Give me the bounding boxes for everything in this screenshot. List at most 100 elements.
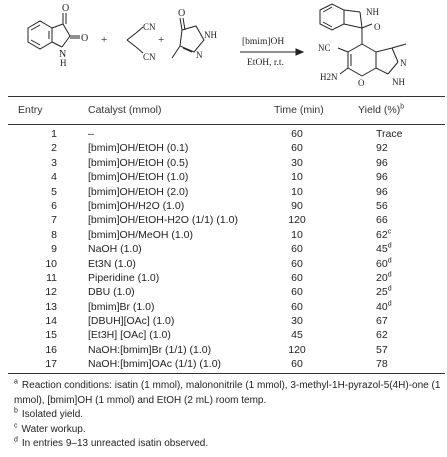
cell-catalyst: NaOH (1.0) (88, 243, 142, 256)
cell-time: 60 (291, 358, 303, 371)
cell-yield: 96 (376, 170, 388, 184)
reaction-scheme: O O N H + CN CN + O NH N [bmim]OH EtOH, … (27, 3, 407, 88)
pyrazolone-structure (171, 17, 205, 59)
header-yield: Yield (%)b (358, 103, 405, 117)
cell-entry: 14 (45, 315, 57, 328)
cell-time: 90 (291, 199, 303, 212)
cell-time: 60 (291, 271, 303, 284)
cell-entry: 8 (51, 228, 57, 241)
atom-label: NH (392, 77, 405, 87)
cell-yield-value: 62 (376, 228, 388, 241)
condition-solvent: EtOH, r.t. (247, 58, 284, 68)
cell-time: 120 (288, 343, 306, 356)
cell-time: 45 (291, 329, 303, 342)
cell-catalyst: DBU (1.0) (88, 286, 135, 299)
cell-entry: 4 (51, 171, 57, 184)
cell-yield: 92 (376, 141, 388, 155)
cell-catalyst: [bmim]OH/EtOH (2.0) (88, 185, 189, 198)
cell-entry: 7 (51, 214, 57, 227)
cell-catalyst: [bmim]OH/H2O (1.0) (88, 199, 185, 212)
cell-entry: 15 (45, 329, 57, 342)
footnote-mark: d (387, 242, 392, 250)
cell-entry: 10 (45, 257, 57, 270)
cell-yield-value: 45 (376, 243, 388, 256)
cell-catalyst: [bmim]OH/MeOH (1.0) (88, 228, 194, 241)
cell-catalyst: NaOH:[bmim]Br (1/1) (1.0) (88, 343, 212, 356)
cell-time: 30 (291, 315, 303, 328)
cell-entry: 5 (51, 185, 57, 198)
cell-time: 30 (291, 156, 303, 169)
cell-yield: 56 (376, 199, 388, 213)
cell-yield: 40d (376, 300, 392, 314)
cell-catalyst: [DBUH][OAc] (1.0) (88, 315, 175, 328)
atom-label: H2N (320, 72, 338, 82)
cell-yield-value: 56 (376, 199, 388, 212)
cell-time: 10 (291, 185, 303, 198)
cell-entry: 2 (51, 142, 57, 155)
cell-entry: 6 (51, 199, 57, 212)
cell-yield-value: 25 (376, 286, 388, 299)
malononitrile-structure (126, 26, 144, 54)
atom-label: O (178, 8, 185, 19)
cell-catalyst: – (88, 128, 94, 140)
header-entry: Entry (18, 104, 43, 116)
table-bottom-rule (8, 373, 445, 374)
isatin-structure (27, 13, 80, 50)
cell-catalyst: Et3N (1.0) (88, 257, 136, 270)
cell-catalyst: [bmim]OH/EtOH (0.1) (88, 142, 189, 155)
cell-yield-value: 96 (376, 156, 388, 169)
cell-catalyst: [bmim]OH/EtOH (1.0) (88, 171, 189, 184)
cell-yield-value: 20 (376, 271, 388, 284)
table-header-rule (8, 124, 445, 125)
cell-time: 10 (291, 228, 303, 241)
cell-yield-value: 92 (376, 142, 388, 155)
cell-entry: 9 (51, 243, 57, 256)
atom-label: O (374, 22, 381, 32)
cell-entry: 11 (46, 271, 57, 284)
cell-time: 60 (291, 286, 303, 299)
footnote-mark: a (14, 378, 18, 386)
atom-label: NH (204, 30, 217, 40)
cell-catalyst: [bmim]OH/EtOH-H2O (1/1) (1.0) (88, 214, 238, 227)
atom-label: CN (143, 52, 156, 62)
cell-yield: 60d (376, 257, 392, 271)
table-row: 6 [bmim]OH/H2O (1.0) 90 56 (0, 199, 447, 213)
cell-yield: Trace (376, 127, 402, 141)
atom-label: O (62, 3, 69, 14)
footnote-mark: b (400, 103, 405, 111)
atom-label: N (59, 49, 66, 60)
cell-yield: 62c (376, 228, 391, 242)
cell-yield: 25d (376, 285, 392, 299)
table-header: Entry Catalyst (mmol) Time (min) Yield (… (0, 104, 447, 120)
cell-entry: 1 (51, 128, 57, 140)
atom-label: N (400, 58, 407, 68)
cell-yield: 20d (376, 271, 392, 285)
footnote-mark: c (387, 228, 392, 236)
cell-yield: 78 (376, 357, 388, 371)
footnote-text: Isolated yield. (21, 409, 84, 420)
cell-entry: 16 (45, 343, 57, 356)
cell-time: 60 (291, 243, 303, 256)
cell-yield: 57 (376, 343, 388, 357)
cell-yield: 62 (376, 328, 388, 342)
condition-catalyst: [bmim]OH (242, 37, 284, 47)
cell-catalyst: Piperidine (1.0) (88, 271, 160, 284)
cell-yield-value: 40 (376, 300, 388, 313)
table-top-rule (8, 96, 445, 97)
cell-time: 60 (291, 300, 303, 313)
cell-entry: 12 (45, 286, 57, 299)
cell-yield-value: 78 (376, 358, 388, 371)
